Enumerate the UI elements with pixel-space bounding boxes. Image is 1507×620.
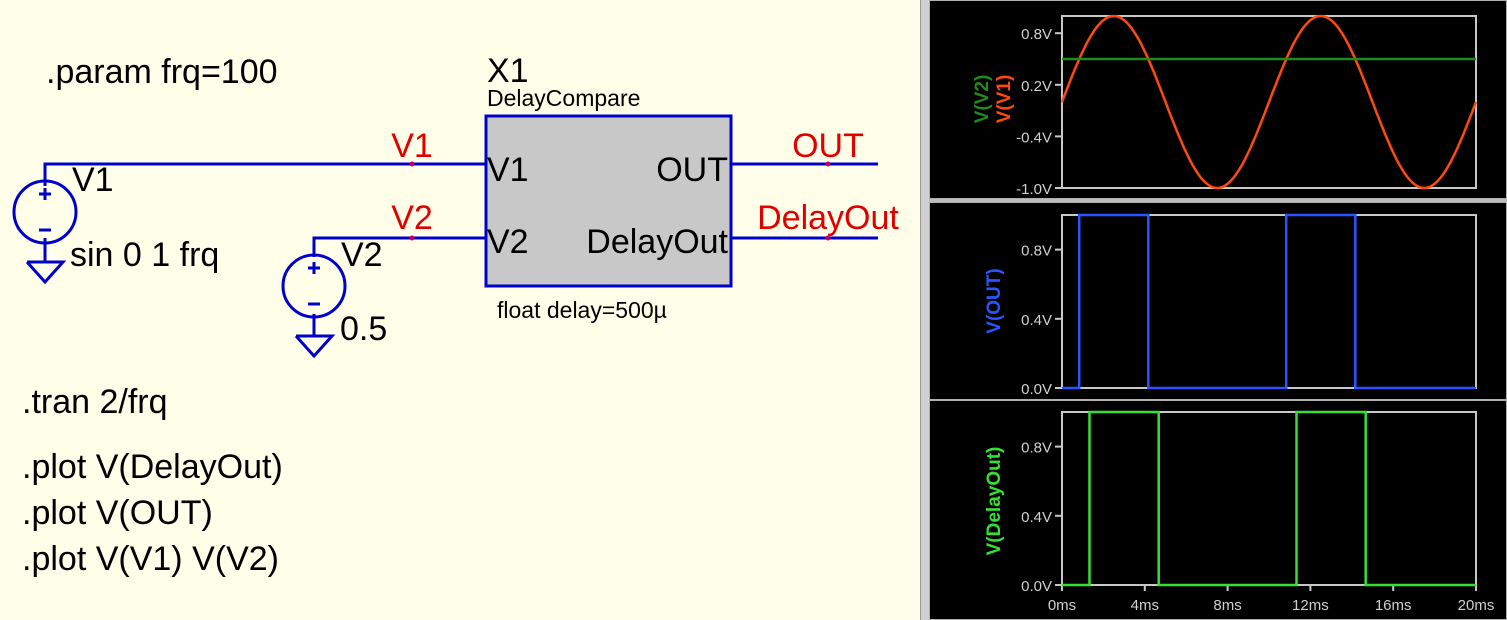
x-tick-label: 0ms <box>1048 597 1076 614</box>
y-tick-label: 0.2V <box>1021 78 1052 95</box>
plot-directive-2[interactable]: .plot V(OUT) <box>22 494 213 532</box>
net-dot-delayout <box>825 235 831 241</box>
voltage-source-v1[interactable] <box>12 179 78 245</box>
y-tick-label: 0.0V <box>1021 578 1052 595</box>
source1-name-label[interactable]: V1 <box>72 161 114 199</box>
param-directive[interactable]: .param frq=100 <box>46 53 278 91</box>
trace-vout[interactable] <box>1062 213 1476 390</box>
waveform-plot-out: 0.8V 0.4V 0.0V V(OUT) <box>984 213 1477 398</box>
net-dot-v2 <box>409 235 415 241</box>
net-label-v2[interactable]: V2 <box>391 199 433 237</box>
port-label-delayout: DelayOut <box>586 223 728 261</box>
x-tick-label: 4ms <box>1131 597 1159 614</box>
pane-splitter[interactable] <box>921 0 929 620</box>
waveform-plot-v1-v2: 0.8V 0.2V -0.4V -1.0V V(V2)V(V1) <box>972 14 1478 198</box>
schematic-canvas[interactable]: .param frq=100 .tran 2/frq .plot V(Delay… <box>0 0 921 620</box>
voltage-source-v2[interactable] <box>281 253 347 319</box>
source2-value-label[interactable]: 0.5 <box>340 310 387 348</box>
x-tick-label: 20ms <box>1458 597 1495 614</box>
trace-label-vdelayout[interactable]: V(DelayOut) <box>984 447 1005 556</box>
ground-symbol-2 <box>294 334 336 359</box>
net-dot-v1 <box>409 161 415 167</box>
y-tick-label: 0.4V <box>1021 509 1052 526</box>
y-tick-label: -0.4V <box>1016 129 1052 146</box>
plot-directive-1[interactable]: .plot V(DelayOut) <box>22 448 283 486</box>
x-tick-label: 12ms <box>1292 597 1329 614</box>
trace-label-vout[interactable]: V(OUT) <box>984 268 1005 333</box>
waveform-plot-delayout: 0.8V 0.4V 0.0V 0ms 4ms 8ms 12ms 16ms 20ms V(Delay… <box>984 410 1495 614</box>
source1-value-label[interactable]: sin 0 1 frq <box>70 236 219 274</box>
tran-directive[interactable]: .tran 2/frq <box>22 383 168 421</box>
trace-vv1[interactable] <box>1060 14 1478 190</box>
x-tick-label: 16ms <box>1375 597 1412 614</box>
net-label-v1[interactable]: V1 <box>391 127 433 165</box>
y-tick-label: 0.8V <box>1021 243 1052 260</box>
trace-label-vv2[interactable]: V(V2) <box>972 75 993 124</box>
y-tick-label: 0.8V <box>1021 440 1052 457</box>
trace-label-vv1[interactable]: V(V1) <box>994 75 1015 124</box>
y-tick-label: 0.8V <box>1021 26 1052 43</box>
port-label-v2: V2 <box>487 223 529 261</box>
wire-v1[interactable] <box>43 162 486 186</box>
y-tick-label: -1.0V <box>1016 181 1052 198</box>
y-tick-label: 0.0V <box>1021 381 1052 398</box>
wire-v2[interactable] <box>312 236 486 257</box>
net-label-delayout[interactable]: DelayOut <box>757 199 899 237</box>
net-label-out[interactable]: OUT <box>792 127 864 165</box>
subckt-name-label[interactable]: DelayCompare <box>487 85 640 111</box>
plot-frame <box>1061 411 1477 586</box>
subckt-ref-label[interactable]: X1 <box>487 52 529 90</box>
plot-frame <box>1061 214 1477 389</box>
schematic-drawing: .param frq=100 .tran 2/frq .plot V(Delay… <box>12 52 899 578</box>
y-tick-label: 0.4V <box>1021 312 1052 329</box>
waveform-pane-delayout[interactable]: 0.8V 0.4V 0.0V 0ms 4ms 8ms 12ms 16ms 20ms V(Delay… <box>929 400 1507 620</box>
net-dot-out <box>825 161 831 167</box>
subckt-param-label[interactable]: float delay=500µ <box>497 297 667 323</box>
port-label-v1: V1 <box>487 151 529 189</box>
ground-symbol-1 <box>25 260 67 285</box>
port-label-out: OUT <box>656 151 728 189</box>
source2-name-label[interactable]: V2 <box>341 236 383 274</box>
trace-vdelayout[interactable] <box>1062 410 1476 587</box>
pane-separator[interactable] <box>929 199 1507 202</box>
x-tick-label: 8ms <box>1213 597 1241 614</box>
waveform-pane-v1-v2[interactable]: 0.8V 0.2V -0.4V -1.0V V(V2)V(V1) <box>929 0 1507 199</box>
plot-directive-3[interactable]: .plot V(V1) V(V2) <box>22 540 279 578</box>
waveform-pane-out[interactable]: 0.8V 0.4V 0.0V V(OUT) <box>929 202 1507 400</box>
subcircuit-block[interactable] <box>484 114 733 288</box>
